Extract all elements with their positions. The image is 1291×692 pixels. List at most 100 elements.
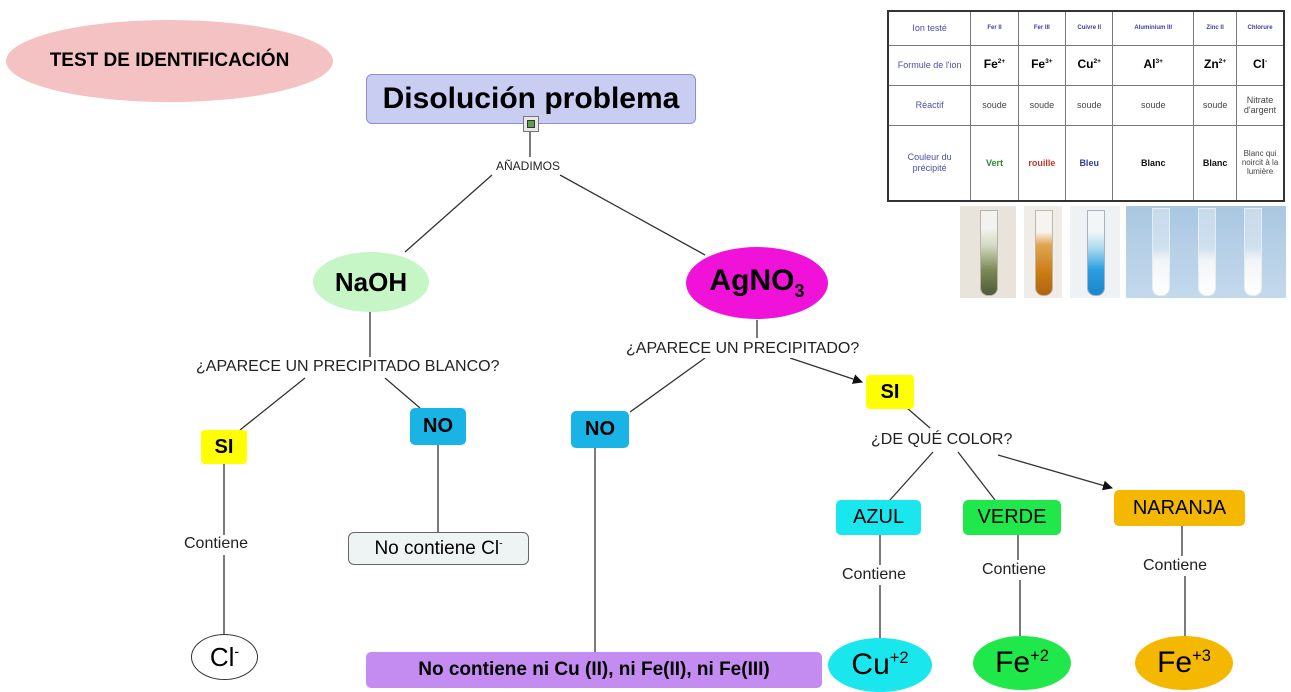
couleur-zinc-ii: Blanc: [1193, 124, 1238, 202]
line-si-right-q: [906, 407, 931, 429]
no-mid-label: NO: [585, 418, 615, 440]
question-naoh: ¿APARECE UN PRECIPITADO BLANCO?: [196, 358, 500, 376]
col-fer-ii: Fer II: [970, 10, 1019, 46]
reactif-chlorure: Nitrate d'argent: [1236, 84, 1285, 126]
formula-fe2-sup: 2+: [997, 58, 1006, 66]
formula-fe3: Fe3+: [1017, 44, 1067, 86]
line-q-azul: [889, 451, 934, 501]
couleur-fer-iii: rouille: [1017, 124, 1067, 202]
fe2-base: Fe: [995, 646, 1031, 679]
tube-photo-white: [1126, 206, 1286, 298]
verde-node[interactable]: VERDE: [963, 500, 1061, 535]
formula-fe2: Fe2+: [970, 44, 1019, 86]
cu-sup: +2: [889, 649, 909, 667]
table-row-ion: Ion testé Fer II Fer III Cuivre II Alumi…: [887, 10, 1285, 46]
fe2-node[interactable]: Fe+2: [973, 636, 1071, 690]
line-anadimos-naoh: [404, 174, 493, 253]
couleur-cuivre-ii: Bleu: [1065, 124, 1114, 202]
fe3-node[interactable]: Fe+3: [1135, 636, 1233, 690]
verde-label: VERDE: [977, 506, 1047, 528]
row-header-couleur: Couleur du précipité: [887, 124, 972, 202]
formula-cu2: Cu2+: [1065, 44, 1114, 86]
reactif-zinc-ii: soude: [1193, 84, 1238, 126]
tube-photo-blue: [1070, 206, 1120, 298]
si-left-node[interactable]: SI: [201, 430, 247, 464]
agno3-node[interactable]: AgNO3: [686, 247, 828, 319]
line-q-si-right: [789, 357, 863, 384]
fe3-base: Fe: [1157, 646, 1193, 679]
question-agno3: ¿APARECE UN PRECIPITADO?: [626, 340, 860, 358]
formula-fe3-sup: 3+: [1045, 58, 1053, 66]
formula-fe2-base: Fe: [983, 57, 998, 72]
cl-node[interactable]: Cl-: [191, 634, 258, 680]
col-chlorure: Chlorure: [1236, 10, 1285, 46]
fe2-sup: +2: [1030, 647, 1049, 665]
agno3-label: AgNO3: [709, 264, 804, 302]
naoh-node[interactable]: NaOH: [313, 252, 429, 312]
link-label-anadimos: AÑADIMOS: [496, 159, 561, 173]
test-tube-photos: [960, 206, 1286, 298]
cu-base: Cu: [851, 648, 890, 681]
table-row-couleur: Couleur du précipité Vert rouille Bleu B…: [887, 124, 1285, 202]
contiene-verde-label: Contiene: [982, 561, 1047, 579]
title-text: TEST DE IDENTIFICACIÓN: [49, 50, 290, 71]
contiene-naranja-label: Contiene: [1143, 557, 1208, 575]
line-anadimos-agno3: [559, 174, 706, 256]
formula-fe3-base: Fe: [1031, 57, 1046, 72]
azul-node[interactable]: AZUL: [836, 500, 921, 535]
si-right-node[interactable]: SI: [866, 375, 914, 409]
note-icon[interactable]: [523, 116, 539, 132]
naoh-label: NaOH: [334, 266, 408, 297]
couleur-fer-ii: Vert: [970, 124, 1019, 202]
formula-cu2-sup: 2+: [1093, 58, 1101, 66]
si-right-label: SI: [880, 380, 900, 403]
no-contiene-cl-base: No contiene Cl: [374, 537, 500, 559]
line-q-no-mid: [629, 357, 706, 413]
no-contiene-cl-label: No contiene Cl-: [374, 538, 502, 560]
reactif-fer-iii: soude: [1017, 84, 1067, 126]
formula-zn2: Zn2+: [1193, 44, 1238, 86]
row-header-reactif: Réactif: [887, 84, 972, 126]
formula-zn2-base: Zn: [1203, 57, 1219, 72]
ion-test-table: Ion testé Fer II Fer III Cuivre II Alumi…: [887, 10, 1285, 202]
line-q-verde: [957, 451, 996, 501]
fe2-label: Fe+2: [995, 646, 1049, 680]
tube-photo-green: [960, 206, 1016, 298]
reactif-fer-ii: soude: [970, 84, 1019, 126]
formula-cl: Cl-: [1236, 44, 1285, 86]
naranja-label: NARANJA: [1132, 496, 1227, 519]
line-q-si-left: [239, 377, 306, 431]
cu-node[interactable]: Cu+2: [828, 638, 932, 692]
title-ellipse: TEST DE IDENTIFICACIÓN: [6, 20, 333, 102]
no-left-node[interactable]: NO: [410, 408, 466, 445]
agno3-sub: 3: [794, 281, 805, 301]
col-aluminium-iii: Aluminium III: [1112, 10, 1195, 46]
couleur-aluminium-iii: Blanc: [1112, 124, 1195, 202]
fe3-label: Fe+3: [1157, 646, 1211, 680]
row-header-formule: Formule de l'ion: [887, 44, 972, 86]
formula-zn2-sup: 2+: [1218, 58, 1227, 66]
line-q-naranja: [997, 454, 1113, 491]
couleur-chlorure: Blanc qui noircit à la lumière: [1236, 124, 1285, 202]
formula-al3-sup: 3+: [1155, 58, 1163, 66]
cl-base: Cl: [209, 641, 235, 672]
fe3-sup: +3: [1192, 647, 1211, 665]
no-contiene-cl-node[interactable]: No contiene Cl-: [348, 532, 529, 565]
col-cuivre-ii: Cuivre II: [1065, 10, 1114, 46]
reactif-cuivre-ii: soude: [1065, 84, 1114, 126]
tube-photo-rust: [1024, 206, 1062, 298]
row-header-ion: Ion testé: [887, 10, 972, 46]
no-left-label: NO: [423, 415, 453, 437]
formula-cu2-base: Cu: [1077, 57, 1094, 72]
no-mid-node[interactable]: NO: [571, 411, 629, 448]
table-row-reactif: Réactif soude soude soude soude soude Ni…: [887, 84, 1285, 126]
root-label: Disolución problema: [382, 82, 680, 115]
no-contiene-metals-node[interactable]: No contiene ni Cu (II), ni Fe(II), ni Fe…: [366, 652, 822, 688]
naranja-node[interactable]: NARANJA: [1114, 490, 1245, 526]
formula-al3: Al3+: [1112, 44, 1195, 86]
root-node[interactable]: Disolución problema: [366, 74, 696, 124]
question-color: ¿DE QUÉ COLOR?: [871, 431, 1013, 449]
azul-label: AZUL: [852, 506, 905, 528]
no-contiene-cl-sup: -: [499, 538, 503, 550]
